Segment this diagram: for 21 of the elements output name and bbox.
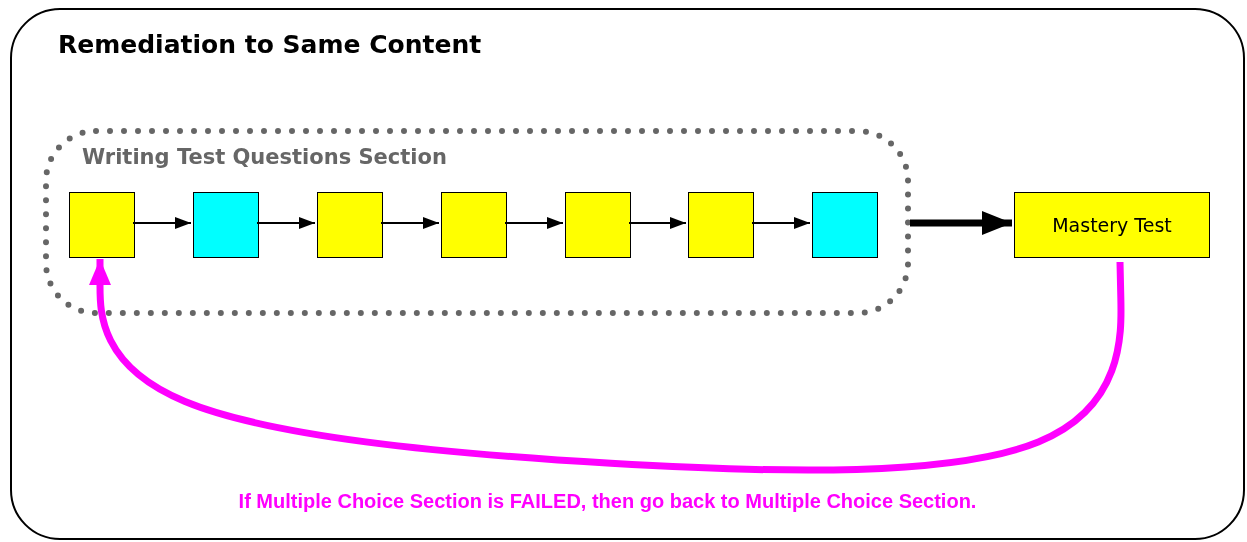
- arrow: [504, 217, 564, 229]
- arrow: [256, 217, 316, 229]
- dotted-group-outline: [42, 127, 912, 317]
- square-box: [812, 192, 878, 258]
- arrow: [751, 217, 811, 229]
- note-text: If Multiple Choice Section is FAILED, then go back to Multiple Choice Section.: [237, 490, 978, 513]
- square-box: [69, 192, 135, 258]
- square-box: [317, 192, 383, 258]
- panel-heading: Remediation to Same Content: [58, 30, 482, 59]
- arrow: [628, 217, 687, 229]
- square-box: [565, 192, 631, 258]
- arrow: [380, 217, 440, 229]
- square-box: [193, 192, 259, 258]
- rounded-panel: [10, 8, 1245, 540]
- arrow: [89, 259, 1125, 474]
- square-box: [441, 192, 507, 258]
- square-box: [688, 192, 754, 258]
- box-label: Mastery Test: [1052, 214, 1172, 236]
- process-box: [1014, 192, 1210, 258]
- arrow: [132, 217, 192, 229]
- group-heading: Writing Test Questions Section: [82, 145, 447, 169]
